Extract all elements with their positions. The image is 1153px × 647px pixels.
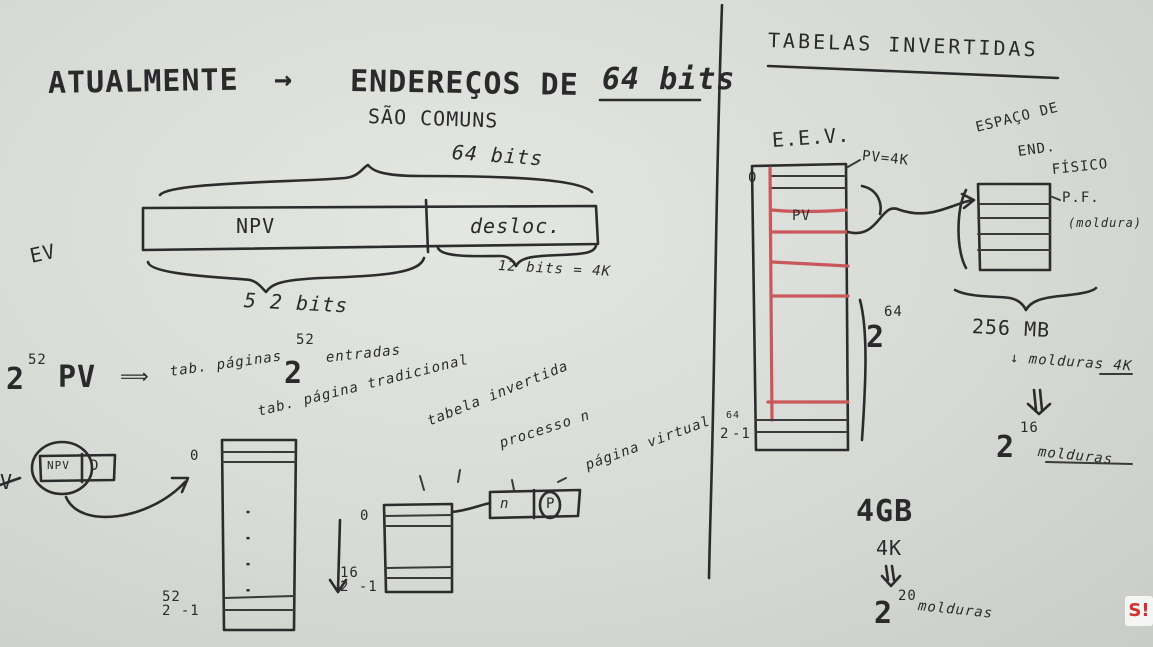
label-52-exp: 52 bbox=[28, 352, 47, 368]
traditional-table bbox=[220, 438, 298, 632]
eev-red-column bbox=[768, 166, 774, 422]
eev-pv-pointer bbox=[845, 159, 861, 169]
double-arrow-2 bbox=[880, 564, 902, 588]
arrow-down-left bbox=[328, 518, 348, 594]
label-arrows bbox=[419, 469, 461, 491]
label-2-16: 2 bbox=[996, 430, 1016, 465]
eev-red-rows bbox=[766, 208, 850, 404]
label-pv-eev: PV bbox=[792, 208, 811, 224]
brace-64bits bbox=[158, 163, 594, 197]
label-implies: ⟹ bbox=[120, 364, 150, 388]
label-minus-1: -1 bbox=[732, 426, 751, 442]
headline-atualmente: ATUALMENTE bbox=[47, 62, 239, 101]
label-4gb: 4GB bbox=[856, 494, 914, 529]
arrow-to-physical bbox=[846, 192, 976, 235]
title-underline bbox=[766, 64, 1060, 80]
eev-table bbox=[750, 162, 850, 452]
stub-line bbox=[0, 476, 22, 487]
arrow-to-table bbox=[64, 476, 190, 519]
label-pv: PV bbox=[58, 360, 97, 395]
link-to-entry bbox=[450, 501, 492, 514]
label-256mb: 256 MB bbox=[971, 314, 1051, 343]
eev-brace bbox=[858, 298, 867, 442]
p-circle bbox=[538, 490, 562, 520]
label-52-exp2: 52 bbox=[296, 332, 315, 348]
label-zero-inverted: 0 bbox=[360, 508, 370, 524]
label-16-exp: 16 bbox=[1020, 420, 1039, 436]
physical-brace bbox=[953, 286, 1098, 312]
headline-enderecos: ENDEREÇOS DE bbox=[349, 64, 580, 103]
eev-top-rows bbox=[769, 175, 847, 189]
headline-arrow: → bbox=[274, 62, 294, 97]
label-pf: P.F. bbox=[1062, 190, 1100, 206]
label-n: n bbox=[500, 496, 510, 512]
inverted-table-small bbox=[382, 502, 454, 594]
entry-ticks bbox=[511, 477, 567, 491]
label-4k: 4K bbox=[876, 536, 903, 560]
label-2-64: 2 bbox=[866, 320, 886, 355]
label-2-20: 2 bbox=[874, 596, 894, 631]
address-divider bbox=[424, 198, 430, 254]
label-moldura: (moldura) bbox=[1068, 216, 1143, 230]
address-box bbox=[141, 204, 600, 252]
underlines-right bbox=[1045, 373, 1133, 465]
pf-pointer bbox=[1049, 195, 1061, 201]
headline-sao-comuns: SÃO COMUNS bbox=[367, 104, 499, 133]
label-2-52-minus-1: 52 2 -1 bbox=[162, 589, 200, 619]
label-v: V bbox=[0, 470, 14, 494]
double-arrow-1 bbox=[1026, 388, 1052, 416]
label-zero-traditional: 0 bbox=[190, 448, 200, 464]
traditional-dots: · · · · bbox=[236, 506, 260, 598]
label-npv: NPV bbox=[236, 214, 276, 238]
physical-rows bbox=[977, 203, 1051, 251]
entry-box bbox=[488, 488, 582, 520]
label-20-exp: 20 bbox=[898, 588, 917, 604]
traditional-top-rows bbox=[221, 451, 297, 463]
brace-12bits bbox=[436, 244, 598, 268]
channel-logo: S! bbox=[1125, 596, 1153, 626]
label-zero-eev: 0 bbox=[748, 170, 758, 186]
label-2-power: 2 bbox=[6, 362, 26, 397]
label-p: P bbox=[546, 496, 556, 512]
label-2-64-b: 2 bbox=[720, 426, 730, 442]
physical-table bbox=[976, 182, 1052, 272]
label-desloc: desloc. bbox=[470, 214, 562, 238]
small-address-box bbox=[38, 453, 117, 483]
label-64-exp: 64 bbox=[884, 304, 903, 320]
physical-bracket bbox=[957, 188, 968, 270]
label-64-exp-b: 64 bbox=[726, 410, 741, 421]
label-d: D bbox=[90, 458, 100, 474]
label-npv-small: NPV bbox=[47, 459, 70, 472]
headline-64bits: 64 bits bbox=[602, 62, 736, 97]
traditional-bottom-rows bbox=[223, 595, 295, 611]
label-2-16-minus-1: 16 2 -1 bbox=[340, 565, 378, 595]
label-2-entradas: 2 bbox=[284, 356, 304, 391]
eev-bottom-rows bbox=[755, 419, 847, 433]
npv-circle bbox=[30, 440, 94, 496]
pv-arrow bbox=[860, 184, 882, 216]
inverted-table-rows bbox=[383, 514, 453, 579]
brace-52bits bbox=[146, 256, 426, 294]
divider-line bbox=[707, 3, 724, 580]
